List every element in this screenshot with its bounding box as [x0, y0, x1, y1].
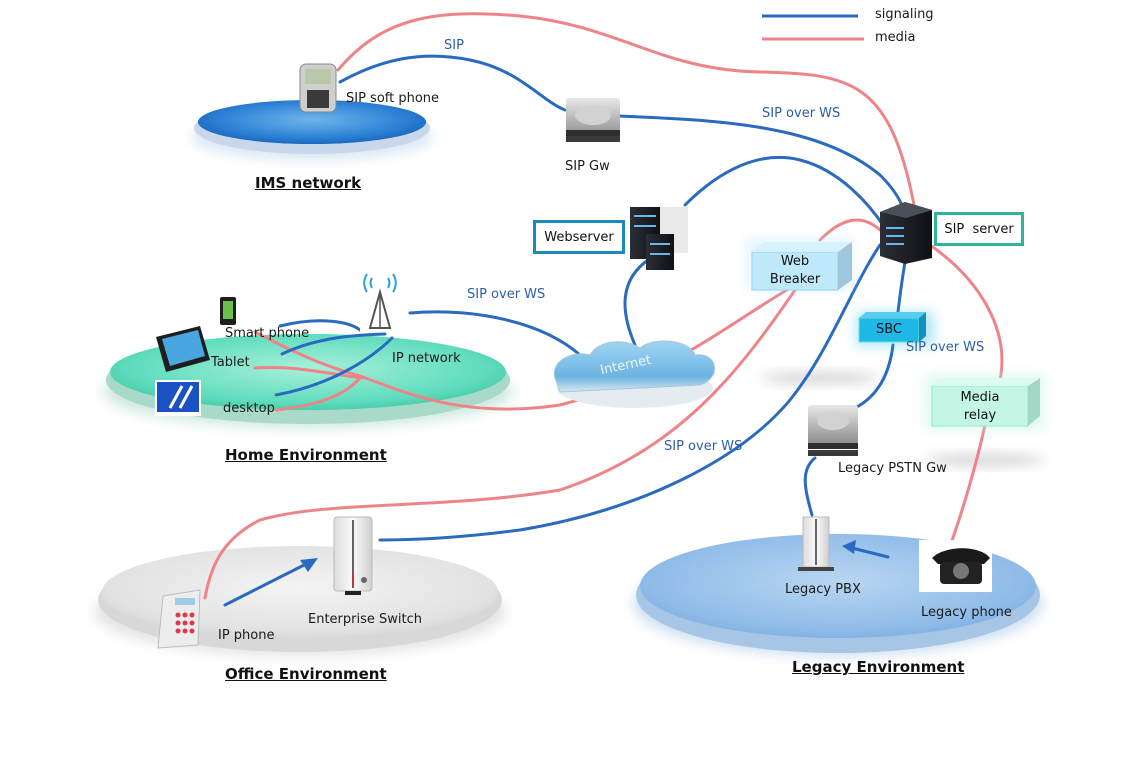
- office-environment-title: Office Environment: [225, 665, 387, 683]
- web-breaker-label-line2: Breaker: [769, 272, 821, 287]
- media-link-sipserver-webbreaker: [818, 218, 882, 242]
- signaling-link-sipserver-office: [378, 243, 882, 542]
- enterprise-switch-icon: [333, 516, 373, 595]
- media-link-tablet: [253, 365, 367, 380]
- sip-server-icon: [880, 202, 932, 264]
- ip-network-label: IP network: [392, 351, 461, 366]
- enterprise-switch-label: Enterprise Switch: [308, 612, 422, 627]
- signaling-link-smartphone: [278, 319, 362, 332]
- sip-server-label: SIP server: [944, 221, 1014, 237]
- sip-over-ws-sbc-label: SIP over WS: [906, 340, 985, 355]
- smart-phone-icon: [220, 297, 236, 325]
- media-link-sipserver-mediarelay: [928, 243, 1004, 382]
- signaling-link-softphone-sipgw: [338, 54, 567, 112]
- arrowhead-switch: [300, 558, 318, 572]
- signaling-link-sbc-pstngw: [853, 343, 895, 410]
- media-link-webbreaker-office: [203, 288, 797, 600]
- sip-over-ws-home-label: SIP over WS: [467, 287, 546, 302]
- ims-platform: [192, 100, 432, 159]
- tablet-label: Tablet: [211, 355, 250, 370]
- cell-tower-icon: [360, 273, 404, 332]
- home-environment-title: Home Environment: [225, 446, 387, 464]
- sip-gw-label: SIP Gw: [565, 159, 610, 174]
- desktop-icon: [155, 380, 201, 416]
- media-link-mediarelay-legacyphone: [943, 423, 987, 562]
- signaling-link-webserver-internet: [623, 258, 650, 347]
- media-link-webbreaker-home: [253, 286, 792, 411]
- legend-signaling-label: signaling: [875, 7, 934, 22]
- legend-media-label: media: [875, 30, 916, 45]
- desktop-label: desktop: [223, 401, 275, 416]
- sbc-label: SBC: [875, 322, 903, 337]
- media-relay-label: Media relay: [932, 389, 1028, 425]
- webserver-label: Webserver: [544, 229, 614, 245]
- web-breaker-box: [746, 238, 854, 291]
- sip-soft-phone-icon: [299, 63, 337, 113]
- signaling-link-pstngw-pbx: [803, 456, 817, 517]
- legacy-pbx-label: Legacy PBX: [785, 582, 861, 597]
- ims-network-title: IMS network: [255, 174, 362, 192]
- tablet-icon: [156, 326, 210, 372]
- ip-phone-label: IP phone: [218, 628, 275, 643]
- legacy-pstn-gw-label: Legacy PSTN Gw: [838, 461, 947, 476]
- signaling-link-ipnetwork-internet: [408, 310, 582, 357]
- signaling-link-sipserver-sbc: [896, 260, 907, 314]
- media-link-desktop: [274, 376, 362, 412]
- signaling-link-desktop: [274, 336, 394, 397]
- media-relay-label-line1: Media: [960, 390, 1000, 405]
- media-link-softphone-sipserver: [336, 12, 916, 207]
- sip-server-label-box: SIP server: [934, 212, 1024, 246]
- web-breaker-label-line1: Web: [780, 254, 810, 269]
- signaling-link-sipgw-sipserver: [616, 114, 907, 214]
- legacy-environment-title: Legacy Environment: [792, 658, 965, 676]
- webserver-label-box: Webserver: [533, 220, 625, 254]
- legacy-phone-label: Legacy phone: [921, 605, 1012, 620]
- signaling-link-webserver-sipserver: [683, 155, 887, 230]
- ip-phone-icon: [157, 589, 201, 649]
- legacy-phone-icon: [919, 540, 992, 592]
- sip-link-label: SIP: [444, 38, 464, 53]
- smart-phone-label: Smart phone: [225, 326, 310, 341]
- sip-over-ws-top-label: SIP over WS: [762, 106, 841, 121]
- office-platform: [95, 546, 505, 656]
- sbc-box: [856, 312, 934, 346]
- legacy-pbx-icon: [798, 516, 834, 571]
- web-breaker-label: Web Breaker: [752, 253, 838, 289]
- arrowhead-pbx: [842, 540, 856, 554]
- sip-gw-icon: [566, 98, 620, 142]
- webserver-icon: [630, 207, 688, 270]
- signaling-link-tablet: [280, 332, 387, 356]
- internet-cloud-icon: [553, 340, 716, 408]
- sip-soft-phone-label: SIP soft phone: [346, 91, 440, 106]
- legacy-pstn-gw-icon: [808, 405, 858, 456]
- media-relay-box: [926, 375, 1044, 429]
- media-relay-label-line2: relay: [963, 408, 997, 423]
- arrow-ipphone-switch: [223, 560, 312, 607]
- sip-over-ws-office-label: SIP over WS: [664, 439, 743, 454]
